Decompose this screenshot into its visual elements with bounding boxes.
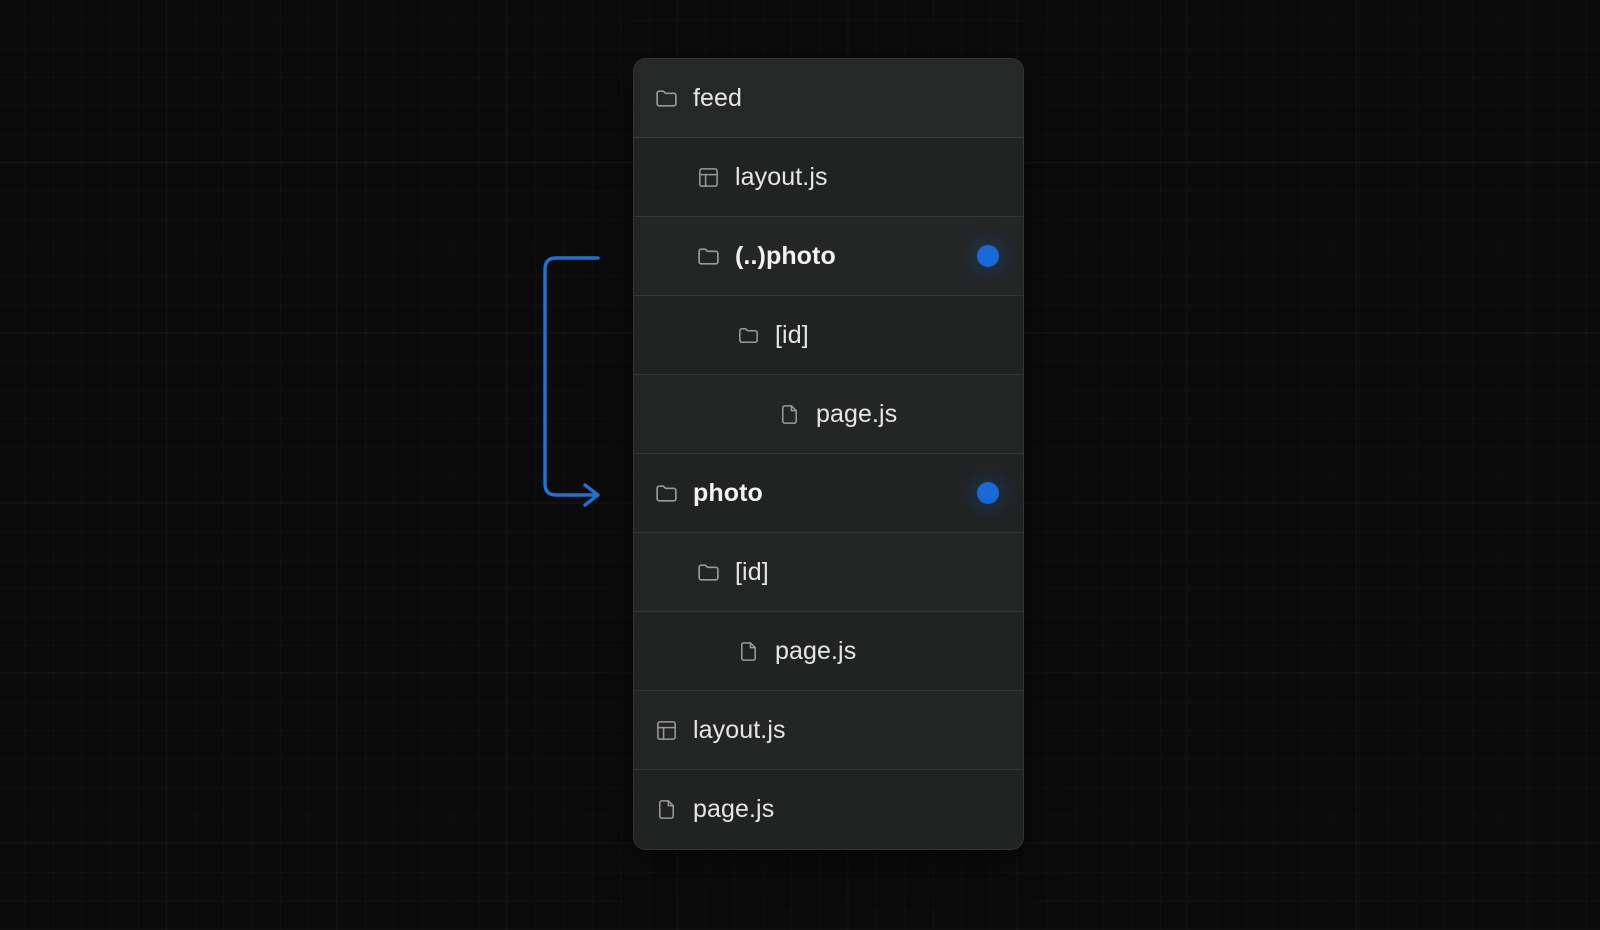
tree-row[interactable]: feed (634, 59, 1023, 138)
layout-icon (696, 165, 721, 190)
folder-icon (736, 323, 761, 348)
tree-row-label: page.js (775, 636, 857, 665)
folder-icon (654, 86, 679, 111)
tree-row-label: page.js (693, 795, 775, 823)
tree-row-label: [id] (775, 320, 809, 349)
tree-row-label: feed (693, 83, 743, 112)
interception-arrow (543, 256, 600, 507)
file-icon (654, 797, 679, 822)
tree-row[interactable]: layout.js (634, 138, 1023, 217)
tree-row[interactable]: layout.js (634, 691, 1023, 770)
folder-icon (696, 244, 721, 269)
tree-row-label: page.js (816, 399, 898, 428)
file-icon (777, 402, 802, 427)
tree-row[interactable]: (..)photo (634, 217, 1023, 296)
tree-row-label: [id] (735, 557, 769, 586)
tree-row-label: photo (693, 478, 763, 507)
tree-row[interactable]: page.js (634, 612, 1023, 691)
tree-row[interactable]: [id] (634, 533, 1023, 612)
status-dot (977, 245, 999, 267)
folder-icon (654, 481, 679, 506)
tree-row-label: layout.js (735, 162, 828, 191)
tree-row[interactable]: page.js (634, 375, 1023, 454)
folder-icon (696, 560, 721, 585)
tree-row[interactable]: photo (634, 454, 1023, 533)
file-icon (736, 639, 761, 664)
tree-row-label: (..)photo (735, 241, 836, 270)
tree-row[interactable]: page.js (634, 770, 1023, 849)
layout-icon (654, 718, 679, 743)
tree-row[interactable]: [id] (634, 296, 1023, 375)
tree-row-label: layout.js (693, 715, 786, 744)
status-dot (977, 482, 999, 504)
file-tree-card: feed layout.js (..)photo [id] (633, 58, 1024, 850)
